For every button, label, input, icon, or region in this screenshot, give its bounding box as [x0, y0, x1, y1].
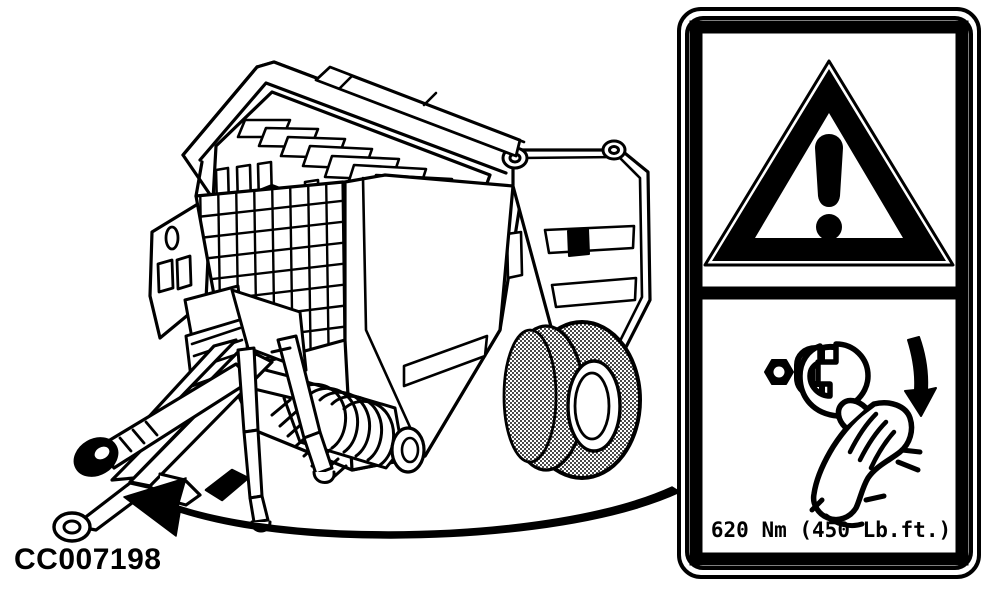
side-body-panel	[343, 173, 515, 472]
decal-torque-text: 620 Nm (450 Lb.ft.)	[710, 518, 952, 542]
tire-wheel	[502, 320, 642, 480]
warning-triangle-exclamation-icon	[703, 59, 955, 267]
pto-driveshaft	[73, 362, 254, 477]
instruction-panel	[764, 336, 937, 529]
decal-inner-frame	[689, 20, 969, 566]
hitch-eye	[52, 511, 92, 543]
hex-nut-icon	[764, 359, 794, 385]
front-left-details	[156, 225, 193, 294]
hand-icon	[809, 397, 923, 529]
upper-rear-rolls	[314, 65, 526, 158]
warning-panel	[703, 59, 955, 267]
hydraulic-struts	[270, 334, 336, 484]
down-arrow-icon	[904, 336, 937, 417]
tailgate-panel	[511, 148, 652, 362]
figure-id-label: CC007198	[14, 543, 162, 576]
